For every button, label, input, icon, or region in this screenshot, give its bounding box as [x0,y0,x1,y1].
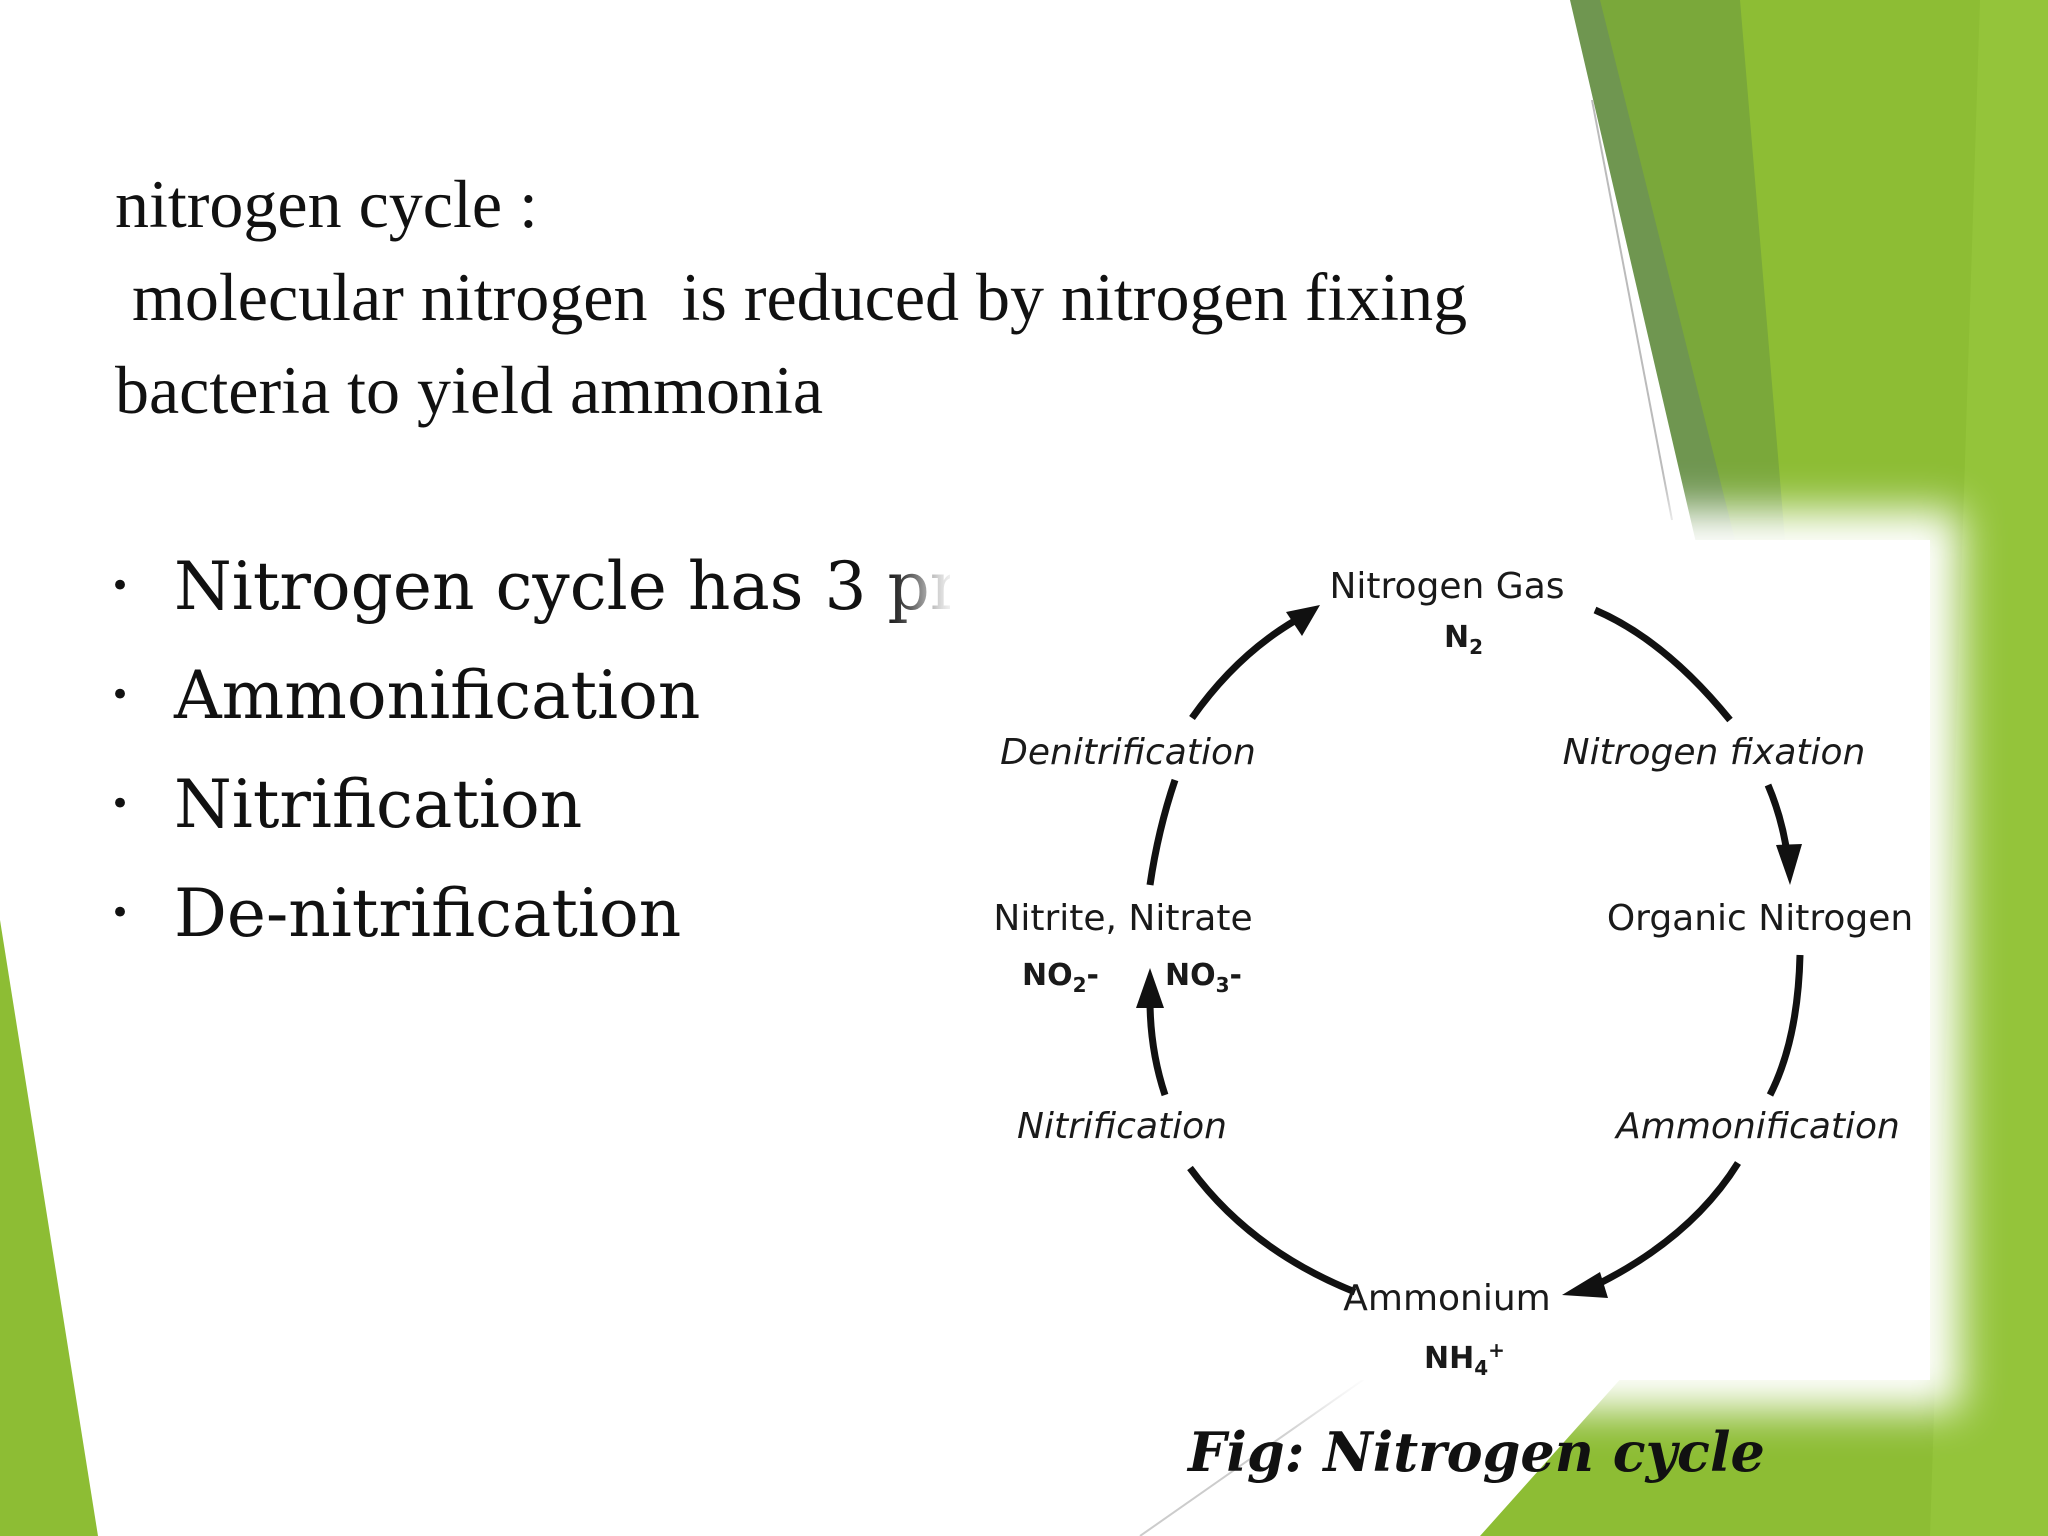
arc-denitrification-upper [1189,611,1307,721]
title-line-3: bacteria to yield ammonia [115,352,824,428]
node-nitrite-formula: NO2- [1022,958,1099,997]
node-ammonium-formula: NH4+ [1424,1338,1505,1380]
cycle-arrows [1136,605,1804,1298]
title-line-2: molecular nitrogen is reduced by nitroge… [115,259,1468,335]
node-ammonium-label: Ammonium [1343,1278,1551,1319]
slide-title: nitrogen cycle : molecular nitrogen is r… [115,158,1635,437]
process-ammonification-label: Ammonification [1616,1106,1900,1147]
bullet-item: • Ammonification [110,641,1077,750]
process-denitrification-label: Denitrification [1000,732,1256,773]
node-nitrogen-gas-formula: N2 [1444,620,1484,659]
process-nitrogen-fixation-label: Nitrogen fixation [1562,732,1866,773]
arc-nitrogen-fixation-upper [1593,606,1733,723]
thin-gray-line [1591,99,1673,521]
bullet-list: • Nitrogen cycle has 3 proce • Ammonificat… [110,532,1077,968]
arrowhead-to-nitrogen-gas [1286,605,1320,636]
bullet-dot-icon: • [110,675,131,715]
arc-nitrification-lower [1187,1165,1357,1296]
arrowhead-to-ammonium [1562,1272,1608,1298]
title-line-1: nitrogen cycle : [115,166,538,242]
node-organic-nitrogen-label: Organic Nitrogen [1606,898,1914,939]
bullet-item: • Nitrification [110,750,1077,859]
bullet-dot-icon: • [110,566,131,606]
node-nitrogen-gas-label: Nitrogen Gas [1329,566,1565,607]
figure-caption: Fig: Nitrogen cycle [1188,1420,1765,1484]
bullet-dot-icon: • [110,784,131,824]
arc-denitrification-lower [1146,778,1179,886]
nitrogen-cycle-diagram: Nitrogen Gas N2 Organic Nitrogen Ammoniu… [950,540,1930,1380]
arc-ammonification-lower [1588,1161,1741,1292]
node-nitrate-formula: NO3- [1165,958,1242,997]
bullet-text: De-nitrification [174,875,682,952]
right-green-band-bright [1930,0,2048,1536]
arrowhead-to-nitrite-nitrate [1136,968,1164,1008]
bullet-dot-icon: • [110,893,131,933]
arrowhead-to-organic-nitrogen [1776,844,1802,885]
left-green-wedge [0,920,98,1536]
bullet-text: Ammonification [174,657,701,734]
process-nitrification-label: Nitrification [1017,1106,1227,1147]
arc-ammonification-upper [1766,954,1804,1097]
node-nitrite-nitrate-label: Nitrite, Nitrate [993,898,1253,939]
bullet-text: Nitrogen cycle has 3 proce [174,548,1078,625]
arc-nitrification-upper [1146,999,1169,1097]
bullet-item: • Nitrogen cycle has 3 proce [110,532,1077,641]
bullet-item: • De-nitrification [110,859,1077,968]
bullet-text: Nitrification [174,766,583,843]
